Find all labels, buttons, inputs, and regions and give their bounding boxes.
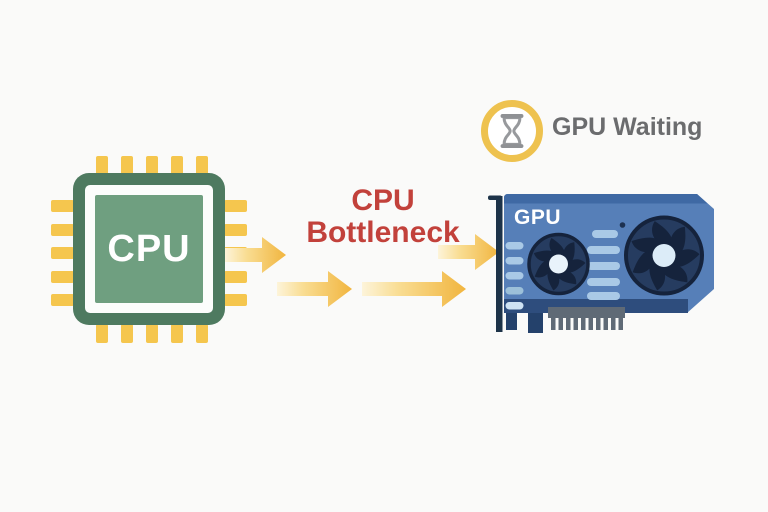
fan-hub (549, 254, 568, 274)
chip-pin (51, 247, 74, 259)
chip-pin (51, 294, 74, 306)
fan-hub (652, 244, 676, 267)
chip-pin (121, 156, 133, 175)
chip-pin (171, 324, 183, 343)
gpu-peg (528, 313, 543, 333)
chip-pin (196, 324, 208, 343)
gpu-fan-small (527, 232, 590, 296)
cpu-chip-frame: CPU (85, 185, 213, 313)
gpu-bracket (496, 196, 503, 332)
chip-pin (96, 324, 108, 343)
hourglass-icon (500, 113, 524, 149)
chip-pin (51, 271, 74, 283)
flow-arrow (438, 234, 499, 270)
chip-pin (171, 156, 183, 175)
pcie-connector (548, 307, 625, 330)
chip-pin (121, 324, 133, 343)
cpu-label: CPU (107, 227, 191, 270)
chip-pin (96, 156, 108, 175)
chip-pin (51, 224, 74, 236)
bottleneck-label: CPU Bottleneck (283, 185, 483, 249)
chip-pin (224, 200, 247, 212)
chip-pin (224, 294, 247, 306)
chip-pin (146, 156, 158, 175)
gpu-fan-large (624, 215, 704, 296)
chip-pin (51, 200, 74, 212)
bottleneck-line2: Bottleneck (306, 216, 460, 249)
waiting-label: GPU Waiting (552, 113, 703, 141)
gpu-peg (506, 313, 517, 330)
flow-arrow (362, 271, 466, 307)
gpu-vents-middle (587, 230, 620, 300)
chip-pin (146, 324, 158, 343)
gpu-screw (619, 222, 626, 228)
gpu-top-band (504, 194, 708, 204)
cpu-chip-body: CPU (73, 173, 225, 325)
gpu-vents-left (505, 242, 524, 310)
gpu-label: GPU (514, 206, 561, 229)
chip-pin (224, 224, 247, 236)
flow-arrow (277, 271, 352, 307)
waiting-badge (481, 100, 543, 162)
chip-pin (196, 156, 208, 175)
chip-pin (224, 271, 247, 283)
bottleneck-line1: CPU (351, 184, 415, 217)
cpu-chip-die: CPU (95, 195, 203, 303)
flow-arrow (225, 237, 286, 273)
gpu-card: GPU (488, 194, 714, 333)
